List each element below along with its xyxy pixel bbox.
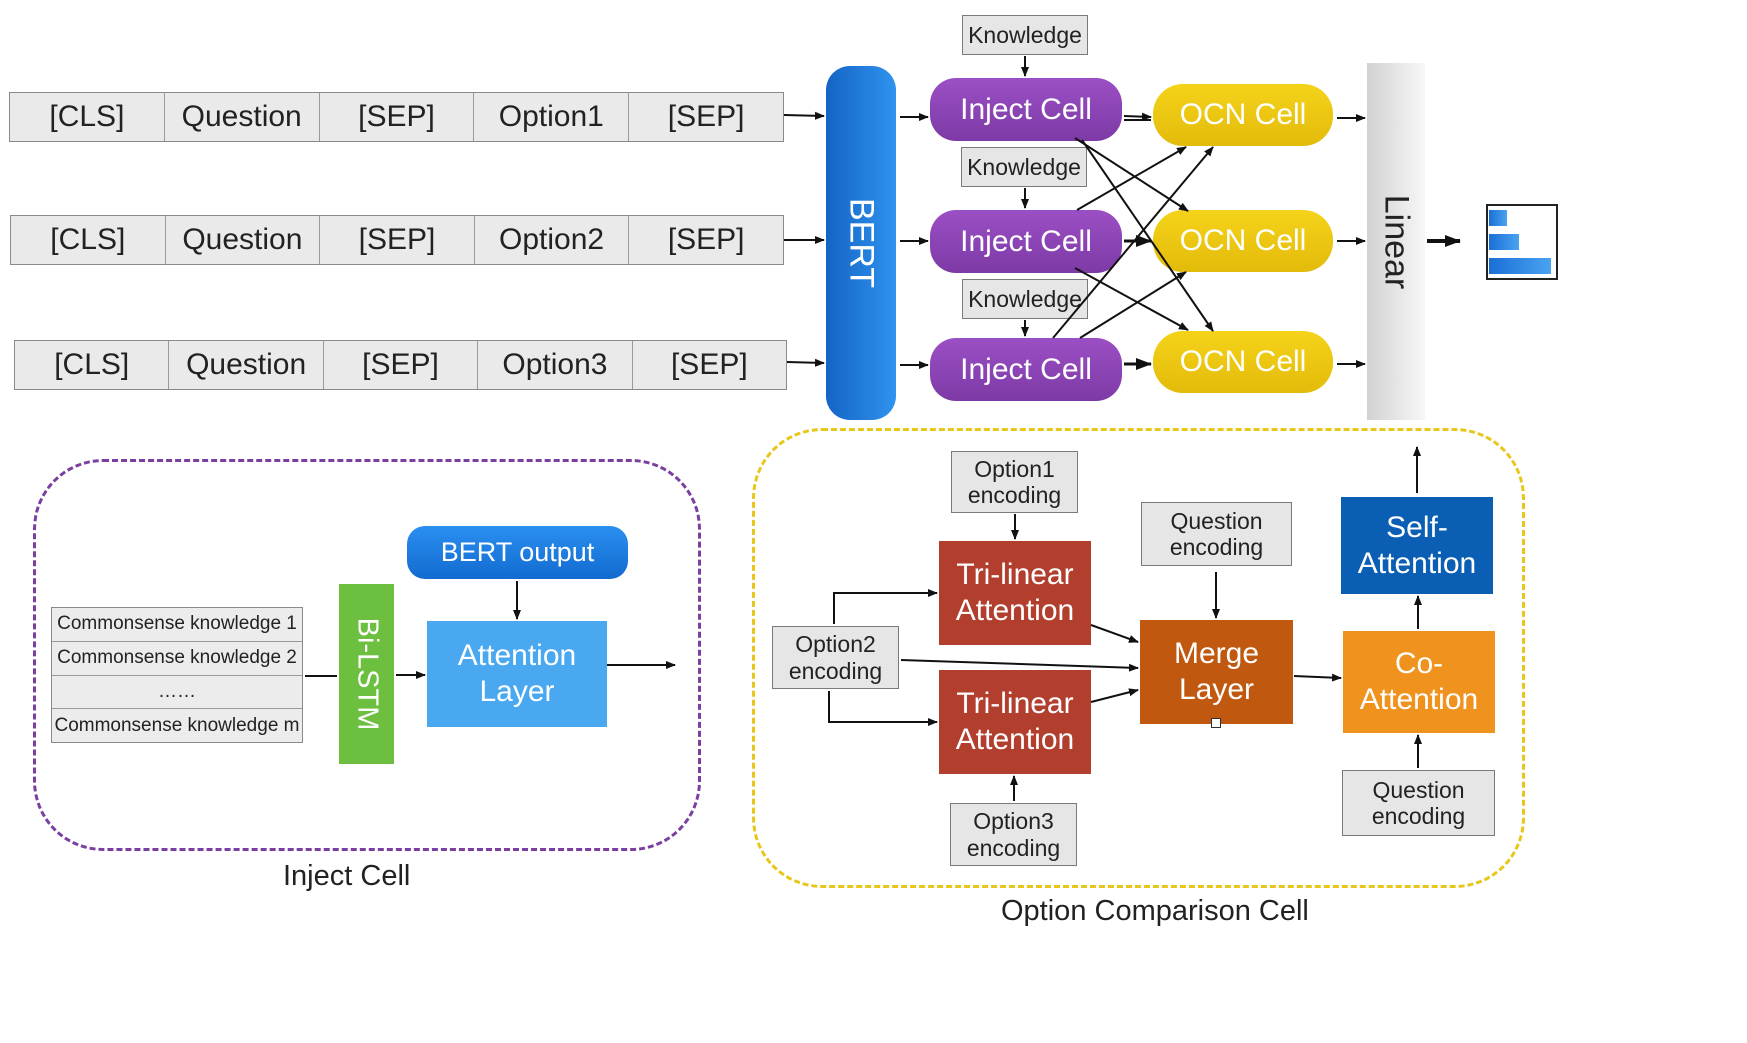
arrow-seq3-bert (786, 358, 825, 367)
co-attention-label: Co-Attention (1359, 647, 1479, 716)
commonsense-item: …… (52, 676, 302, 710)
token-cls: [CLS] (10, 93, 165, 141)
linear-label: Linear (1377, 194, 1416, 289)
ocn-cell-1: OCN Cell (1153, 84, 1333, 146)
input-sequence-3: [CLS] Question [SEP] Option3 [SEP] (14, 340, 787, 390)
attention-layer-label: Attention Layer (457, 639, 577, 708)
trilinear-attention-bottom: Tri-linear Attention (939, 670, 1091, 774)
self-attention-label: Self-Attention (1357, 510, 1477, 580)
commonsense-knowledge-list: Commonsense knowledge 1 Commonsense know… (51, 607, 303, 743)
option1-encoding-box: Option1 encoding (951, 451, 1078, 513)
co-attention-block: Co-Attention (1343, 631, 1495, 733)
trilinear-attention-label: Tri-linear Attention (955, 558, 1075, 627)
bert-output-block: BERT output (407, 526, 628, 579)
attention-layer-block: Attention Layer (427, 621, 607, 727)
bilstm-block: Bi-LSTM (339, 584, 394, 764)
token-option: Option2 (475, 216, 630, 264)
bert-block: BERT (826, 66, 896, 420)
arrow-inject1-ocn1 (1123, 112, 1152, 121)
output-scores-icon (1486, 204, 1558, 280)
arrow-cross-6 (1079, 271, 1187, 339)
inject-cell-caption: Inject Cell (283, 860, 411, 892)
trilinear-attention-top: Tri-linear Attention (939, 541, 1091, 645)
inject-cell-panel (33, 459, 701, 851)
input-sequence-2: [CLS] Question [SEP] Option2 [SEP] (10, 215, 784, 265)
token-question: Question (165, 93, 320, 141)
inject-cell-3: Inject Cell (930, 338, 1122, 401)
token-sep: [SEP] (320, 93, 475, 141)
token-sep: [SEP] (667, 100, 745, 133)
arrow-cross-3 (1076, 146, 1187, 211)
linear-block: Linear (1367, 63, 1425, 420)
knowledge-box-1: Knowledge (962, 15, 1088, 55)
bert-label: BERT (842, 197, 881, 289)
inject-cell-2: Inject Cell (930, 210, 1122, 273)
score-bar-3 (1489, 258, 1551, 274)
score-bar-2 (1489, 234, 1519, 250)
ocn-cell-2: OCN Cell (1153, 210, 1333, 272)
input-sequence-1: [CLS] Question [SEP] Option1 [SEP] (9, 92, 784, 142)
merge-layer-block: Merge Layer (1140, 620, 1293, 724)
option2-encoding-box: Option2 encoding (772, 626, 899, 689)
ocn-cell-3: OCN Cell (1153, 331, 1333, 393)
token-sep: [SEP] (670, 348, 748, 381)
token-sep: [SEP] (320, 216, 475, 264)
token-question: Question (169, 341, 324, 389)
option-comparison-caption: Option Comparison Cell (1001, 895, 1309, 927)
bilstm-label: Bi-LSTM (351, 617, 383, 731)
question-encoding-box-bottom: Question encoding (1342, 770, 1495, 836)
knowledge-box-3: Knowledge (962, 279, 1088, 319)
self-attention-block: Self-Attention (1341, 497, 1493, 594)
option3-encoding-box: Option3 encoding (950, 803, 1077, 866)
arrow-seq1-bert (783, 111, 825, 120)
trilinear-attention-label: Tri-linear Attention (955, 687, 1075, 756)
token-sep: [SEP] (324, 341, 479, 389)
token-cls: [CLS] (15, 341, 170, 389)
commonsense-item: Commonsense knowledge m (54, 714, 300, 736)
arrow-cross-1 (1074, 137, 1189, 212)
token-question: Question (166, 216, 321, 264)
question-encoding-box-top: Question encoding (1141, 502, 1292, 566)
token-sep: [SEP] (667, 223, 745, 256)
inject-cell-1: Inject Cell (930, 78, 1122, 141)
option-comparison-panel (752, 428, 1525, 888)
knowledge-box-2: Knowledge (961, 147, 1087, 187)
merge-layer-label: Merge Layer (1173, 637, 1260, 706)
score-bar-1 (1489, 210, 1507, 226)
commonsense-item: Commonsense knowledge 2 (52, 642, 302, 676)
anchor-handle-icon (1211, 718, 1221, 728)
commonsense-item: Commonsense knowledge 1 (52, 608, 302, 642)
token-option: Option1 (474, 93, 630, 141)
token-option: Option3 (478, 341, 633, 389)
arrow-cross-4 (1074, 267, 1189, 331)
token-cls: [CLS] (11, 216, 166, 264)
